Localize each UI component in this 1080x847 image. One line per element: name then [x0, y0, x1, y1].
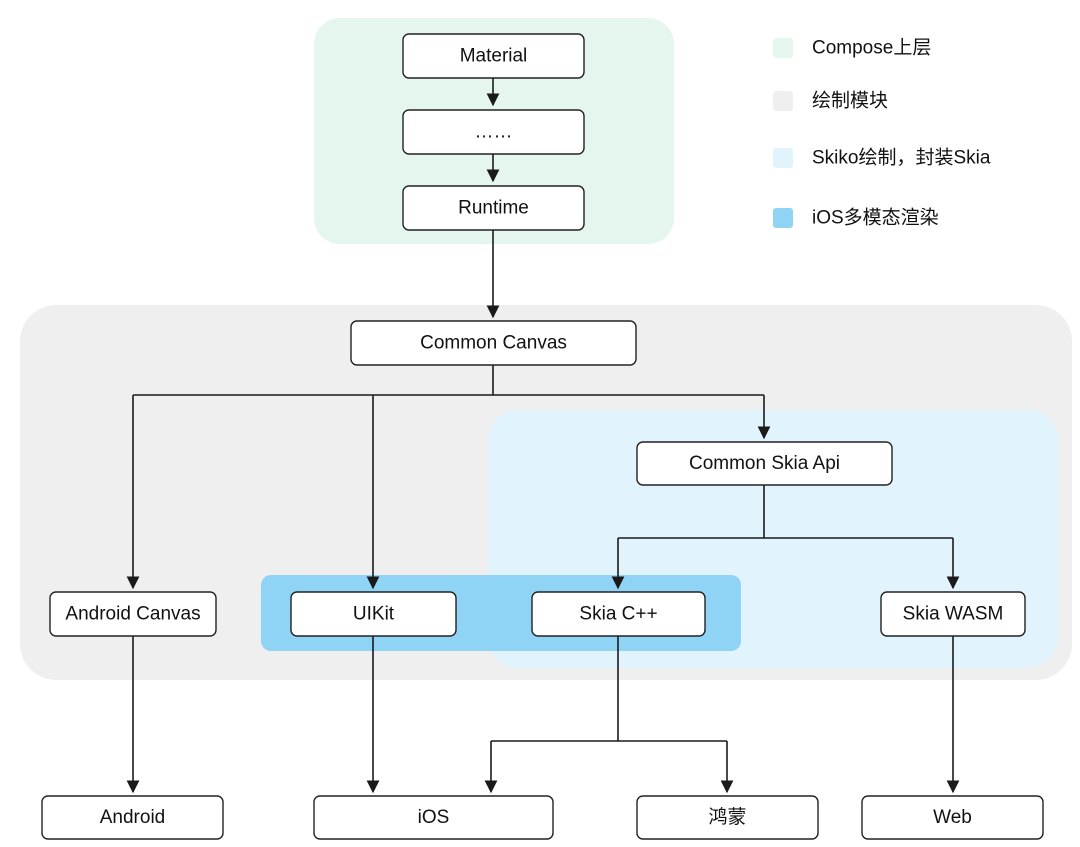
- node-common-canvas: Common Canvas: [350, 320, 637, 366]
- node-skia-wasm: Skia WASM: [880, 591, 1026, 637]
- node-skia-cpp: Skia C++: [531, 591, 706, 637]
- legend-swatch-ios-multimodal: [773, 208, 793, 228]
- node-ios: iOS: [313, 795, 554, 840]
- legend-swatch-compose-upper: [773, 38, 793, 58]
- node-common-canvas-label: Common Canvas: [420, 333, 567, 354]
- node-material: Material: [402, 33, 585, 79]
- node-runtime: Runtime: [402, 185, 585, 231]
- node-ellipsis-label: ……: [475, 122, 513, 143]
- node-uikit: UIKit: [290, 591, 457, 637]
- node-android: Android: [41, 795, 224, 840]
- legend-item-skiko: Skiko绘制，封装Skia: [773, 147, 991, 169]
- node-android-label: Android: [100, 807, 166, 828]
- node-skia-wasm-label: Skia WASM: [903, 604, 1004, 625]
- node-material-label: Material: [460, 46, 528, 67]
- node-ellipsis: ……: [402, 109, 585, 155]
- legend-swatch-skiko: [773, 148, 793, 168]
- legend: Compose上层 绘制模块 Skiko绘制，封装Skia iOS多模态渲染: [773, 37, 991, 229]
- node-android-canvas-label: Android Canvas: [65, 604, 200, 625]
- legend-label-ios-multimodal: iOS多模态渲染: [812, 207, 939, 229]
- node-common-skia-api-label: Common Skia Api: [689, 453, 840, 474]
- node-runtime-label: Runtime: [458, 198, 529, 219]
- node-ios-label: iOS: [418, 807, 450, 828]
- node-skia-cpp-label: Skia C++: [579, 604, 657, 625]
- legend-label-drawing-module: 绘制模块: [812, 90, 888, 112]
- node-android-canvas: Android Canvas: [49, 591, 217, 637]
- node-web-label: Web: [933, 807, 972, 828]
- legend-item-compose-upper: Compose上层: [773, 37, 931, 59]
- legend-item-drawing-module: 绘制模块: [773, 90, 888, 112]
- legend-label-skiko: Skiko绘制，封装Skia: [812, 147, 991, 169]
- legend-item-ios-multimodal: iOS多模态渲染: [773, 207, 939, 229]
- node-harmony-label: 鸿蒙: [708, 806, 746, 828]
- node-web: Web: [861, 795, 1044, 840]
- legend-swatch-drawing-module: [773, 91, 793, 111]
- node-uikit-label: UIKit: [353, 604, 395, 625]
- connectors: [126, 78, 960, 794]
- node-common-skia-api: Common Skia Api: [636, 441, 893, 486]
- node-harmony: 鸿蒙: [636, 795, 819, 840]
- legend-label-compose-upper: Compose上层: [812, 37, 931, 59]
